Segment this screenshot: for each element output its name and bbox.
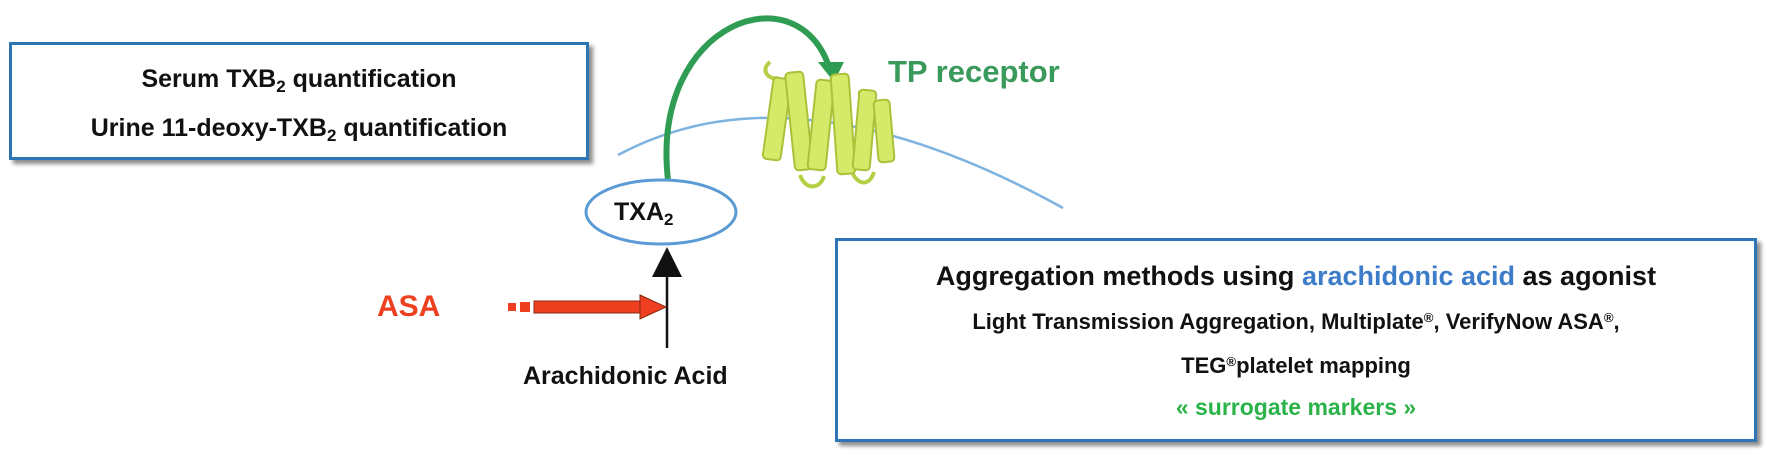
- registered-mark: ®: [1603, 309, 1614, 325]
- aggregation-title-pre: Aggregation methods using: [935, 261, 1302, 291]
- urine-deoxy-txb2-text: Urine 11-deoxy-TXB: [90, 114, 327, 142]
- registered-mark: ®: [1226, 353, 1237, 369]
- methods-line2-b: platelet mapping: [1236, 353, 1411, 378]
- tp-receptor-label: TP receptor: [888, 54, 1060, 89]
- activation-arrow-head: [818, 62, 844, 82]
- aggregation-title-post: as agonist: [1515, 261, 1657, 291]
- aggregation-methods-line-1: Light Transmission Aggregation, Multipla…: [838, 309, 1754, 335]
- urine-deoxy-txb2-subscript: 2: [326, 125, 337, 145]
- activation-arrow: [663, 15, 833, 183]
- urine-deoxy-txb2-line: Urine 11-deoxy-TXB2 quantification: [12, 114, 586, 145]
- aggregation-title-accent: arachidonic acid: [1301, 261, 1516, 291]
- aggregation-methods-box: Aggregation methods using arachidonic ac…: [835, 238, 1757, 442]
- surrogate-markers-label: « surrogate markers »: [1175, 394, 1417, 420]
- aggregation-title: Aggregation methods using arachidonic ac…: [838, 261, 1754, 292]
- txa2-subscript: 2: [664, 209, 674, 229]
- urine-deoxy-txb2-tail: quantification: [336, 114, 508, 142]
- txa2-ellipse: [584, 178, 738, 246]
- serum-txb2-subscript: 2: [276, 76, 286, 96]
- asa-inhibition-arrow: [508, 294, 668, 320]
- serum-txb2-line: Serum TXB2 quantification: [12, 65, 586, 96]
- serum-txb2-tail: quantification: [285, 65, 457, 93]
- registered-mark: ®: [1423, 309, 1434, 325]
- tp-receptor-icon: [761, 60, 896, 189]
- aggregation-methods-line-2: TEG®platelet mapping: [838, 353, 1754, 379]
- methods-line1-c: ,: [1613, 309, 1620, 334]
- arachidonic-acid-label: Arachidonic Acid: [523, 362, 728, 390]
- methods-line2-a: TEG: [1181, 353, 1227, 378]
- txa2-label: TXA2: [614, 198, 674, 229]
- methods-line1-a: Light Transmission Aggregation, Multipla…: [972, 309, 1424, 334]
- asa-label: ASA: [377, 290, 441, 323]
- methods-line1-b: , VerifyNow ASA: [1433, 309, 1604, 334]
- serum-urine-assay-box: Serum TXB2 quantification Urine 11-deoxy…: [9, 42, 589, 160]
- txa2-text: TXA: [614, 198, 664, 226]
- serum-txb2-text: Serum TXB: [141, 65, 277, 93]
